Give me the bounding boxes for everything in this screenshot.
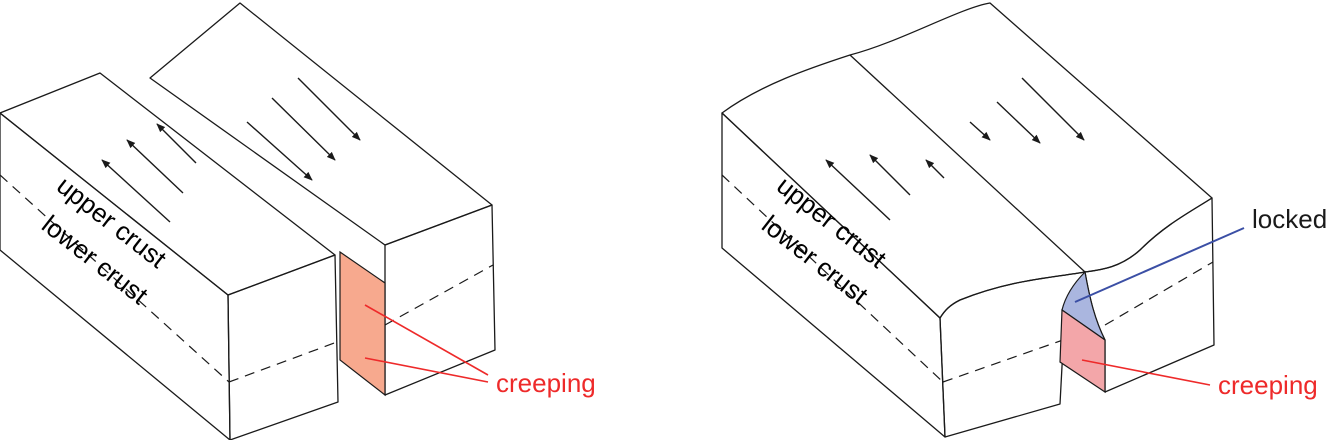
left-block-crust-boundary-side bbox=[0, 174, 230, 383]
right-arrow-left-1 bbox=[825, 159, 891, 221]
right-arrow-right-2 bbox=[996, 101, 1041, 144]
left-block-crust-boundary-front bbox=[228, 341, 338, 383]
right-diagram-crust-boundary-front-right bbox=[1104, 261, 1214, 326]
left-block-top bbox=[0, 72, 336, 296]
right-diagram-right-motion-arrows bbox=[969, 77, 1085, 144]
right-arrow-left-2 bbox=[869, 154, 911, 196]
right-diagram-fault-trace bbox=[849, 54, 1086, 273]
arrow-left-1 bbox=[101, 159, 171, 223]
right-locked-label: locked bbox=[1252, 204, 1327, 234]
left-creep-leader-lower bbox=[364, 357, 489, 383]
right-diagram-top-surface bbox=[721, 2, 1213, 319]
left-block-motion-arrows bbox=[101, 123, 197, 223]
right-diagram-crust-boundary-front-left bbox=[942, 339, 1064, 383]
right-fault-block bbox=[149, 2, 496, 396]
right-block-front bbox=[384, 204, 496, 396]
right-creep-leader bbox=[1081, 359, 1211, 386]
right-block-diagram: upper crust lower crust locked creeping bbox=[721, 2, 1327, 438]
right-block-crust-boundary bbox=[384, 264, 494, 326]
arrow-right-1 bbox=[246, 121, 313, 181]
right-block-motion-arrows bbox=[246, 77, 361, 181]
left-creep-fault-face bbox=[339, 250, 386, 397]
left-creeping-label: creeping bbox=[496, 368, 596, 398]
arrow-right-3 bbox=[297, 77, 361, 141]
left-fault-block bbox=[0, 72, 339, 440]
right-diagram-left-motion-arrows bbox=[825, 154, 945, 221]
right-arrow-right-3 bbox=[1021, 77, 1085, 141]
left-block-side bbox=[0, 112, 231, 440]
right-block-top bbox=[149, 2, 493, 246]
arrow-right-2 bbox=[271, 97, 336, 161]
right-creeping-label: creeping bbox=[1218, 370, 1318, 400]
right-arrow-left-3 bbox=[925, 159, 945, 179]
left-block-diagram: upper crust lower crust creeping bbox=[0, 2, 596, 440]
arrow-left-2 bbox=[126, 139, 184, 194]
left-creep-leader-upper bbox=[364, 304, 489, 376]
arrow-left-3 bbox=[156, 123, 197, 164]
right-arrow-right-1 bbox=[969, 121, 991, 141]
right-creep-fault-face bbox=[1059, 308, 1106, 394]
left-block-front bbox=[227, 254, 339, 440]
right-locked-leader bbox=[1074, 227, 1245, 303]
